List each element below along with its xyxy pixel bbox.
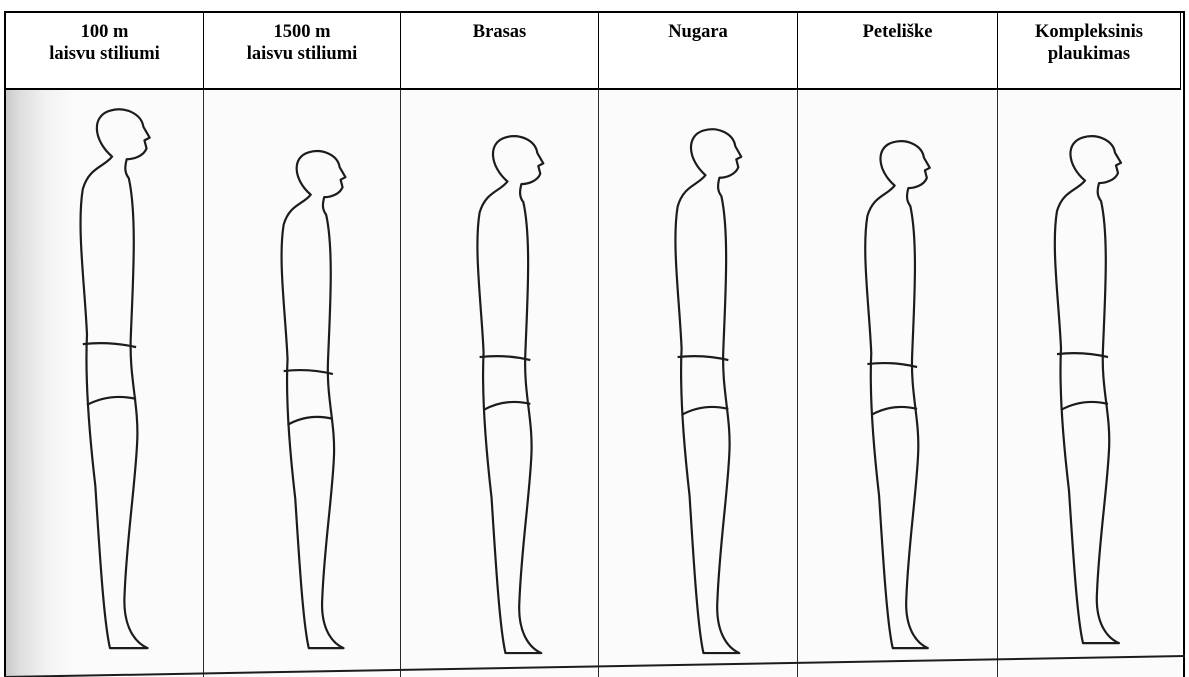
waistband-line: [867, 363, 917, 367]
body-outline: [865, 141, 930, 648]
waistband-line: [83, 343, 136, 347]
column-header-label: Brasas: [473, 21, 526, 43]
swimmer-silhouette-icon: [998, 90, 1181, 677]
waistband-line: [678, 356, 729, 360]
column-header-label: Peteliške: [863, 21, 933, 43]
swim-style-body-comparison-table: 100 m laisvu stiliumi 1500 m laisvu stil…: [4, 11, 1185, 677]
column-header-label: Kompleksinis plaukimas: [1035, 21, 1143, 65]
column-header-label: 100 m laisvu stiliumi: [49, 21, 160, 65]
waistband-line: [480, 356, 531, 360]
column-header-backstroke: Nugara: [599, 13, 798, 90]
body-outline: [1055, 136, 1121, 643]
column-header-label: Nugara: [668, 21, 728, 43]
column-header-breaststroke: Brasas: [401, 13, 599, 90]
column-header-label: 1500 m laisvu stiliumi: [247, 21, 358, 65]
swimmer-silhouette-icon: [204, 90, 400, 677]
figure-cell-100m-freestyle: [6, 90, 204, 677]
body-outline: [81, 109, 150, 648]
trunks-hem-line: [87, 397, 136, 405]
swimmer-silhouette-icon: [6, 90, 203, 677]
column-header-individual-medley: Kompleksinis plaukimas: [998, 13, 1181, 90]
trunks-hem-line: [484, 402, 531, 410]
trunks-hem-line: [1061, 402, 1108, 410]
body-outline: [675, 129, 741, 653]
trunks-hem-line: [871, 407, 917, 415]
body-outline: [282, 151, 346, 648]
waistband-line: [284, 370, 333, 374]
figure-cell-butterfly: [798, 90, 998, 677]
swimmer-silhouette-icon: [401, 90, 598, 677]
waistband-line: [1057, 353, 1108, 357]
figure-cell-backstroke: [599, 90, 798, 677]
column-header-butterfly: Peteliške: [798, 13, 998, 90]
column-header-100m-freestyle: 100 m laisvu stiliumi: [6, 13, 204, 90]
figure-cell-breaststroke: [401, 90, 599, 677]
column-header-1500m-freestyle: 1500 m laisvu stiliumi: [204, 13, 401, 90]
figure-cell-individual-medley: [998, 90, 1181, 677]
figure-cell-1500m-freestyle: [204, 90, 401, 677]
trunks-hem-line: [682, 407, 729, 415]
swimmer-silhouette-icon: [798, 90, 997, 677]
trunks-hem-line: [288, 417, 333, 425]
swimmer-silhouette-icon: [599, 90, 797, 677]
body-outline: [477, 136, 543, 653]
